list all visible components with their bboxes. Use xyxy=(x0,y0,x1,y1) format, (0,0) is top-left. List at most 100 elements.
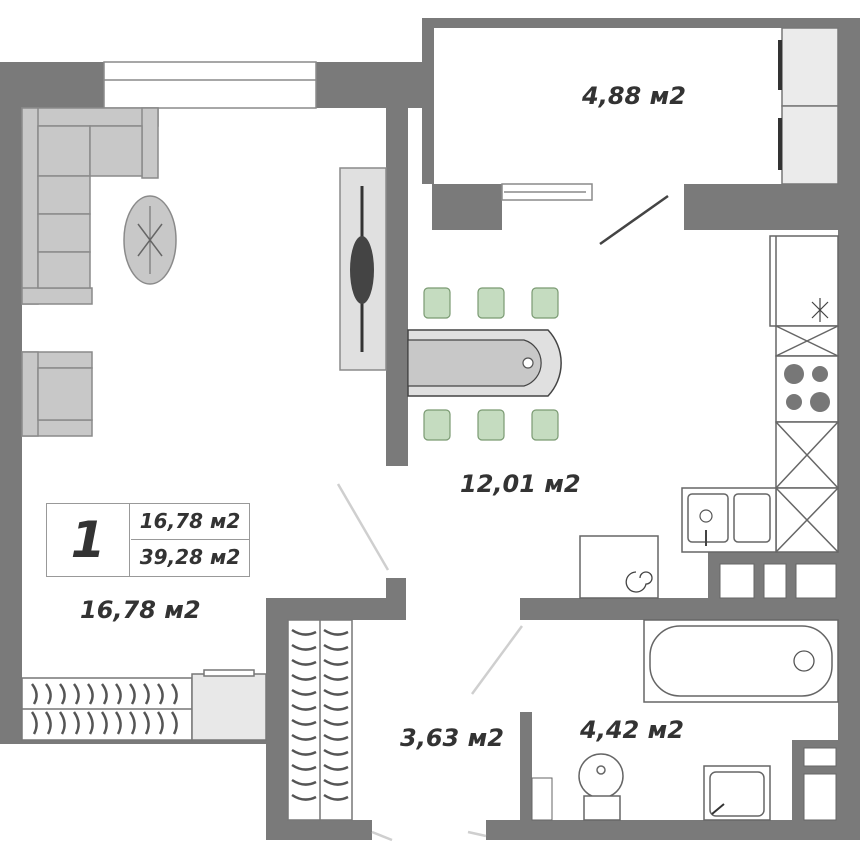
wall-bottom-left xyxy=(0,740,268,744)
shaft-2 xyxy=(763,563,787,599)
coffee-table xyxy=(123,195,177,285)
hanger-mark xyxy=(323,793,349,801)
hanger-mark xyxy=(114,683,122,705)
hanger-mark xyxy=(291,778,317,786)
kitchen-units xyxy=(579,235,839,599)
hanger-mark xyxy=(58,683,66,705)
hanger-mark xyxy=(323,658,349,666)
wall-hall-top xyxy=(266,598,406,620)
hanger-mark xyxy=(128,683,136,705)
hanger-mark xyxy=(323,763,349,771)
wall-hall-stub xyxy=(386,578,406,620)
windows xyxy=(103,61,593,201)
hanger-mark xyxy=(323,628,349,636)
hallway-area-label: 3,63 м2 xyxy=(400,724,504,752)
shafts xyxy=(531,563,837,821)
entry-door-swing xyxy=(371,830,393,842)
tv-stand xyxy=(339,167,387,371)
boiler xyxy=(579,535,659,599)
wall-balcony-top xyxy=(422,18,840,28)
living-area-label: 16,78 м2 xyxy=(80,596,201,624)
toilet xyxy=(578,753,624,821)
hanger-mark xyxy=(323,673,349,681)
wall-left xyxy=(0,62,22,744)
hanger-mark xyxy=(30,683,38,705)
living-area-summary: 16,78 м2 xyxy=(131,504,249,540)
hanger-mark xyxy=(323,703,349,711)
balcony-area-label: 4,88 м2 xyxy=(582,82,686,110)
wall-kitchen-top-right xyxy=(684,184,860,230)
hanger-mark xyxy=(128,711,136,735)
hanger-mark xyxy=(323,733,349,741)
hanger-mark xyxy=(72,711,80,735)
shaft-6 xyxy=(531,777,553,821)
hanger-mark xyxy=(291,658,317,666)
wall-bottom-hall xyxy=(266,820,372,840)
apartment-number: 1 xyxy=(47,504,130,576)
wall-kitchen-top-left xyxy=(432,184,502,230)
sofa xyxy=(21,107,159,305)
hanger-mark xyxy=(291,688,317,696)
hanger-mark xyxy=(291,628,317,636)
hanger-mark xyxy=(44,711,52,735)
living-door-swing xyxy=(336,483,390,571)
hanger-mark xyxy=(142,683,150,705)
wash-basin xyxy=(703,765,771,821)
kitchen-area-label: 12,01 м2 xyxy=(460,470,581,498)
hanger-mark xyxy=(44,683,52,705)
hanger-mark xyxy=(323,778,349,786)
hanger-mark xyxy=(291,763,317,771)
wall-partition-living-kitchen xyxy=(386,108,408,466)
bathtub xyxy=(643,619,839,703)
hanger-mark xyxy=(323,688,349,696)
hanger-mark xyxy=(170,683,178,705)
hanger-mark xyxy=(323,748,349,756)
hanger-mark xyxy=(323,643,349,651)
hanger-mark xyxy=(142,711,150,735)
hanger-mark xyxy=(86,711,94,735)
bath-door-swing xyxy=(470,625,524,695)
hanger-mark xyxy=(291,703,317,711)
hanger-mark xyxy=(114,711,122,735)
wall-balcony-left xyxy=(422,18,434,184)
hanger-mark xyxy=(291,718,317,726)
hall-wardrobe xyxy=(287,619,353,821)
hanger-mark xyxy=(86,683,94,705)
hanger-mark xyxy=(100,683,108,705)
hanger-mark xyxy=(291,643,317,651)
hob xyxy=(775,355,839,423)
balcony-cabinets xyxy=(778,27,839,185)
living-wardrobe xyxy=(21,669,267,741)
wall-top-mid xyxy=(316,62,432,108)
dining-chairs xyxy=(423,287,559,441)
fridge xyxy=(769,235,839,327)
shaft-3 xyxy=(795,563,837,599)
hanger-mark xyxy=(156,683,164,705)
hanger-mark xyxy=(72,683,80,705)
kitchen-details xyxy=(625,298,830,593)
hanger-mark xyxy=(323,718,349,726)
walls xyxy=(0,18,860,840)
wall-right xyxy=(838,184,860,820)
hanger-mark xyxy=(170,711,178,735)
total-area-summary: 39,28 м2 xyxy=(139,545,241,569)
wall-hall-left xyxy=(266,598,288,840)
hanger-mark xyxy=(291,673,317,681)
shaft-5 xyxy=(803,773,837,821)
wall-bath-left xyxy=(520,712,532,840)
wall-balcony-right xyxy=(838,18,860,228)
bathroom-area-label: 4,42 м2 xyxy=(580,716,684,744)
hanger-mark xyxy=(291,733,317,741)
shaft-1 xyxy=(719,563,755,599)
doors xyxy=(599,194,669,246)
door-swings xyxy=(336,483,524,842)
hanger-mark xyxy=(156,711,164,735)
hanger-mark xyxy=(291,793,317,801)
hanger-mark xyxy=(30,711,38,735)
hanger-mark xyxy=(291,748,317,756)
hanger-mark xyxy=(100,711,108,735)
hanger-mark xyxy=(58,711,66,735)
shaft-4 xyxy=(803,747,837,767)
balcony-door xyxy=(599,194,669,246)
wall-bath-top xyxy=(520,598,860,620)
